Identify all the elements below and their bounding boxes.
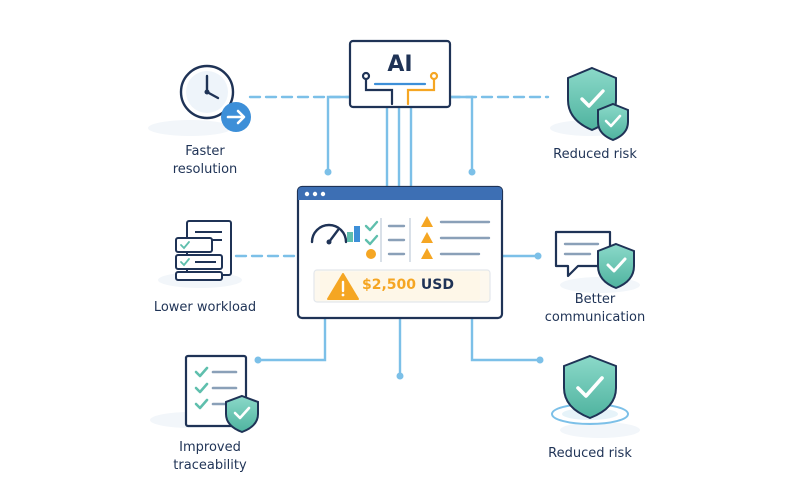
- label-reduced-risk-top: Reduced risk: [530, 146, 660, 164]
- window-dot-2: [312, 191, 318, 197]
- chat-bubble-icon: [554, 230, 612, 278]
- label-reduced-risk-bottom-text: Reduced risk: [548, 446, 632, 461]
- documents-check-marks: [180, 241, 190, 267]
- window-titlebar: [298, 187, 502, 200]
- label-better-communication: Better communication: [525, 291, 665, 327]
- ai-circuit-icon: [361, 71, 439, 106]
- label-improved-traceability-line1: Improved: [179, 440, 241, 455]
- connector-dots: [254, 168, 544, 380]
- documents-stack-icon: [175, 220, 232, 281]
- shield-check-icon-bottom: [563, 354, 617, 420]
- clock-icon: [179, 64, 235, 120]
- ai-label: AI: [387, 52, 412, 77]
- amount-text: $2,500 USD: [362, 276, 454, 294]
- label-faster-resolution-line1: Faster: [185, 144, 225, 159]
- gauge-icon: [310, 223, 360, 245]
- ai-box: AI: [348, 39, 452, 109]
- shield-check-icon-chat: [597, 242, 635, 290]
- label-faster-resolution-line2: resolution: [172, 162, 238, 177]
- window-dot-3: [320, 191, 326, 197]
- amount-unit: USD: [420, 277, 454, 293]
- connector-lines: [234, 95, 550, 377]
- shield-check-icon-small: [597, 102, 629, 142]
- shield-check-icon-small-left: [225, 394, 259, 434]
- label-lower-workload: Lower workload: [140, 299, 270, 317]
- label-better-communication-line2: communication: [544, 310, 646, 325]
- label-lower-workload-text: Lower workload: [153, 300, 257, 315]
- label-better-communication-line1: Better: [574, 292, 616, 307]
- label-reduced-risk-top-text: Reduced risk: [553, 147, 637, 162]
- check-list-column: [364, 218, 411, 262]
- label-improved-traceability: Improved traceability: [150, 439, 270, 475]
- warning-list-column: [421, 216, 491, 259]
- label-improved-traceability-line2: traceability: [173, 458, 247, 473]
- amount-alert-bar: [313, 269, 491, 303]
- label-faster-resolution: Faster resolution: [150, 143, 260, 179]
- status-dot-icon: [366, 249, 376, 259]
- window-dot-1: [304, 191, 310, 197]
- arrow-right-icon: [221, 102, 251, 132]
- label-reduced-risk-bottom: Reduced risk: [525, 445, 655, 463]
- amount-value: $2,500: [362, 277, 417, 293]
